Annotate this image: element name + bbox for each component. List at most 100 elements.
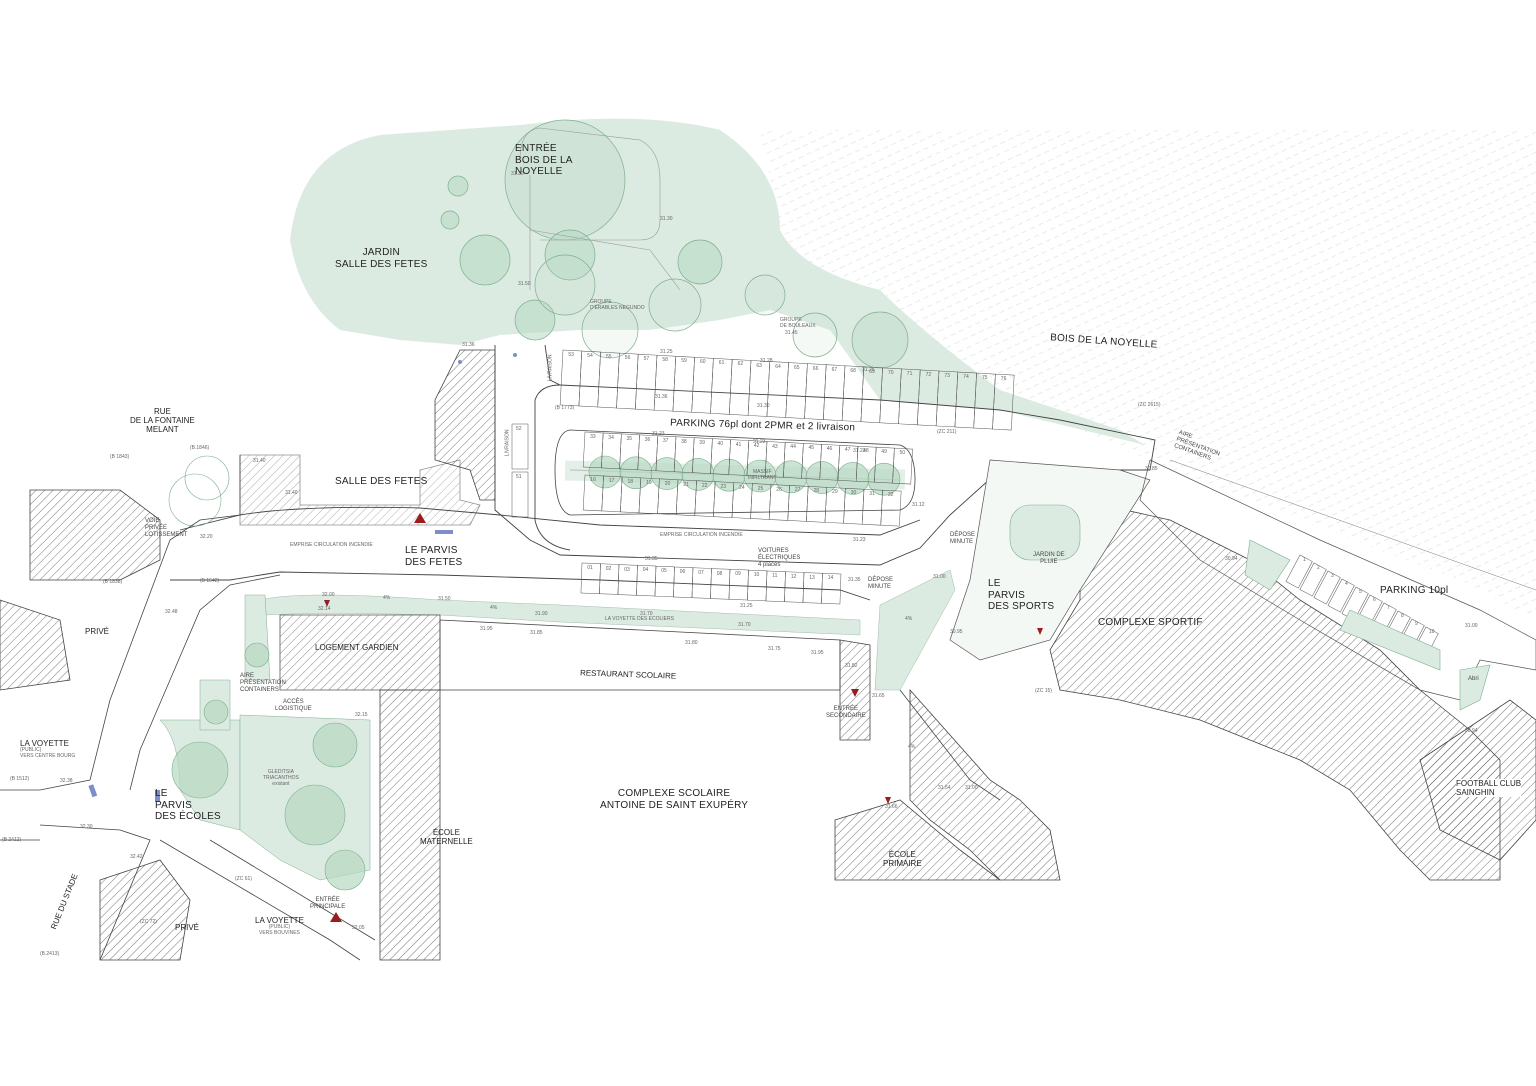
- parking-stall-number: 24: [739, 484, 745, 491]
- parking-stall-number: 31: [869, 491, 875, 498]
- parking-stall-number: 1: [1303, 557, 1306, 563]
- buildings: [0, 349, 1536, 961]
- cadastre-zc61: (ZC 61): [235, 876, 252, 882]
- parking-stall-number: 58: [662, 357, 668, 364]
- cadastre-b1512: (B 1512): [10, 776, 30, 782]
- parking-stall-number: 7: [1387, 605, 1390, 611]
- elev: 31.00: [965, 785, 978, 791]
- parking-stall-number: 45: [808, 445, 815, 452]
- label-parking-10: PARKING 10pl: [1380, 585, 1449, 596]
- parvis-sports: [949, 459, 1151, 661]
- elev: 32.48: [165, 609, 178, 615]
- plaza-trees: [168, 455, 366, 891]
- parking-stall-number: 5: [1359, 589, 1362, 595]
- cadastre-b1843: (B 1843): [110, 454, 130, 460]
- left-roads: [0, 455, 1001, 961]
- parking-stall-number: 25: [757, 485, 764, 492]
- parking-stall: [821, 573, 842, 605]
- parking-stall-number: 52: [516, 426, 522, 432]
- parking-stall-number: 08: [716, 570, 723, 577]
- elev: 31.23: [652, 431, 665, 437]
- elev: 31.54: [938, 785, 951, 791]
- island-trees: [588, 455, 901, 496]
- parking-stall-number: 07: [698, 569, 704, 576]
- parking-stall-number: 46: [826, 446, 833, 453]
- elev: 31.30: [757, 403, 770, 409]
- bench-markers: [88, 353, 517, 802]
- elev: 31.95: [480, 626, 493, 632]
- entrance-markers: [324, 513, 1043, 922]
- parking-stall-number: 57: [643, 356, 650, 363]
- parking-stall-number: 06: [679, 569, 686, 575]
- parking-stall-number: 29: [832, 489, 838, 496]
- label-salle-des-fetes: SALLE DES FETES: [335, 476, 428, 487]
- parking-stall-number: 34: [608, 434, 614, 441]
- parking-stall-number: 17: [608, 477, 615, 484]
- parking-stall-number: 04: [642, 567, 649, 574]
- elev: 32.15: [355, 712, 368, 718]
- cadastre-zc2615: (ZC 2615): [1138, 402, 1161, 408]
- elev: 31.35: [645, 556, 658, 562]
- elev: 31.30: [511, 171, 524, 177]
- elev: 30.94: [1465, 728, 1478, 734]
- elev: 30.95: [950, 629, 963, 635]
- elev: 31.25: [660, 349, 673, 355]
- parking-stall-number: 66: [812, 365, 819, 372]
- parking-stall-number: 03: [624, 566, 630, 573]
- elev: 31.70: [738, 622, 751, 628]
- elev: 30.94: [1225, 556, 1238, 562]
- cadastre-b1542: (B 1542): [200, 578, 220, 584]
- parking-stall-number: 40: [717, 440, 724, 447]
- parking-stall-number: 13: [809, 574, 815, 581]
- parking-stall-number: 22: [701, 482, 708, 489]
- parking-stall: [511, 471, 529, 518]
- parking-stall-number: 74: [963, 374, 969, 381]
- parking-stall-number: 10: [753, 572, 760, 579]
- parking-stall-number: 50: [899, 450, 906, 457]
- parking-stall-number: 36: [644, 436, 651, 443]
- parking-stall-number: 53: [568, 352, 574, 358]
- label-livraison-1: LIVRAISON: [547, 354, 554, 382]
- parking-stall-number: 42: [753, 442, 760, 449]
- salle-fetes-building: [239, 454, 481, 526]
- parking-stall-number: 9: [1415, 621, 1418, 627]
- parking-stall-number: 60: [700, 359, 706, 366]
- parking-stall-number: 65: [794, 364, 800, 371]
- parking-stall-number: 33: [590, 434, 596, 440]
- elev: 32.05: [352, 925, 365, 931]
- parking-stall: [1285, 554, 1313, 589]
- elev: 31.45: [785, 330, 798, 336]
- elev: 31.65: [872, 693, 885, 699]
- parking-stall-number: 64: [775, 363, 781, 370]
- parking-stall-number: 10: [1429, 629, 1435, 635]
- slope: 4%: [383, 595, 391, 601]
- parking-stall-number: 18: [627, 478, 634, 485]
- cadastre-b1773: (B 1773): [555, 405, 575, 411]
- elev: 31.75: [768, 646, 781, 652]
- cadastre-b1846: (B.1846): [190, 445, 210, 451]
- parking-stall-number: 02: [605, 565, 612, 572]
- parking-stall-number: 16: [590, 477, 596, 483]
- woods-area: [760, 130, 1536, 620]
- cadastre-b1838: (B 1838): [103, 579, 123, 585]
- elev: 31.35: [848, 577, 861, 583]
- elev: 31.36: [655, 394, 668, 400]
- parking-stall-number: 70: [888, 369, 894, 376]
- elev: 31.40: [253, 458, 266, 464]
- label-voyette-ecoliers: LA VOYETTE DES ECOLIERS: [605, 616, 674, 622]
- parking-stall-number: 37: [662, 437, 669, 444]
- parking-stall-number: 28: [813, 488, 820, 495]
- parking-stall-number: 26: [776, 486, 782, 493]
- label-voyette-bottom: LA VOYETTE(PUBLIC)VERS BOUVINES: [255, 916, 304, 936]
- parking-stall-number: 12: [790, 573, 797, 580]
- parking-stall-number: 11: [772, 573, 778, 579]
- parking-stall-number: 4: [1345, 581, 1348, 587]
